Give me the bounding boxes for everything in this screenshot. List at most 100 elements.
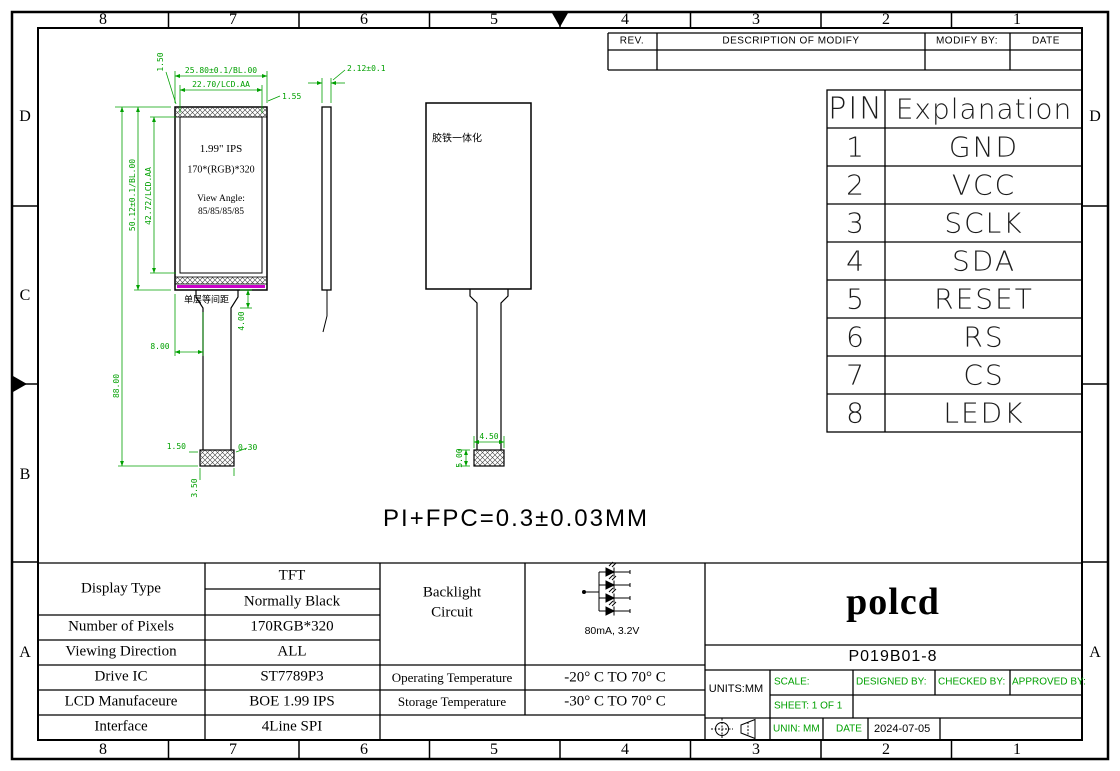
spec-pixels-value: 170RGB*320 <box>250 618 334 635</box>
grid-bottom-4: 4 <box>621 741 629 758</box>
grid-top-5: 5 <box>490 11 498 28</box>
screen-size-label: 1.99" IPS <box>199 143 243 155</box>
grid-left-B: B <box>19 466 31 483</box>
grid-bottom-8: 8 <box>99 741 107 758</box>
revision-header-description: DESCRIPTION OF MODIFY <box>722 35 860 47</box>
part-number: P019B01-8 <box>848 648 938 665</box>
grid-top-1: 1 <box>1013 11 1021 28</box>
front-view-note: 单层等间距 <box>184 294 230 305</box>
pin-number-2: 2 <box>846 168 866 202</box>
center-mark-left <box>13 376 27 392</box>
backlight-title-line2: Circuit <box>431 604 473 621</box>
spec-interface-value: 4Line SPI <box>261 718 323 735</box>
spec-lcd-manufacture-label: LCD Manufaceure <box>64 693 178 710</box>
backlight-rating: 80mA, 3.2V <box>584 625 640 637</box>
grid-bottom-6: 6 <box>360 741 368 758</box>
grid-top-2: 2 <box>882 11 890 28</box>
back-view <box>425 102 532 467</box>
dim-total-height: 88.00 <box>112 374 121 398</box>
date-value: 2024-07-05 <box>874 723 931 735</box>
spec-display-type-value1: TFT <box>278 567 306 584</box>
side-view <box>321 106 332 333</box>
pin-number-6: 6 <box>846 320 866 354</box>
center-mark-top <box>552 13 568 27</box>
zone-tick-marks <box>12 12 1108 759</box>
pin-number-7: 7 <box>846 358 866 392</box>
operating-temperature-label: Operating Temperature <box>391 670 513 685</box>
grid-top-3: 3 <box>752 11 760 28</box>
screen-resolution-label: 170*(RGB)*320 <box>187 164 255 176</box>
pin-number-1: 1 <box>846 130 866 164</box>
pin-number-8: 8 <box>846 396 866 430</box>
dimension-labels: 25.80±0.1/BL.00 22.70/LCD.AA 1.55 1.50 5… <box>112 52 499 497</box>
front-view-bottom-seal <box>174 276 268 285</box>
dim-side-thickness: 2.12±0.1 <box>347 64 386 73</box>
side-view-dimension-lines <box>308 69 346 103</box>
sheet-label: SHEET: 1 OF 1 <box>774 700 843 712</box>
spec-pixels-label: Number of Pixels <box>68 618 174 635</box>
spec-viewing-direction-value: ALL <box>277 643 307 660</box>
spec-interface-label: Interface <box>94 718 148 735</box>
screen-view-angle-label: View Angle: <box>197 194 245 204</box>
spec-display-type-value2: Normally Black <box>243 593 341 610</box>
dim-back-conn-width: 4.50 <box>479 432 498 441</box>
pin-signal-gnd: GND <box>948 130 1020 164</box>
grid-bottom-1: 1 <box>1013 741 1021 758</box>
screen-view-angle-values: 85/85/85/85 <box>198 207 244 217</box>
spec-drive-ic-label: Drive IC <box>94 668 148 685</box>
pin-signal-sda: SDA <box>952 244 1016 278</box>
back-view-fpc <box>469 289 509 467</box>
front-view-fpc <box>195 290 239 467</box>
designed-by-label: DESIGNED BY: <box>856 676 927 688</box>
unit-mm-label: UNIN: MM <box>773 723 820 735</box>
front-view-display-area <box>179 116 263 274</box>
front-view-connector <box>199 449 235 467</box>
grid-right-D: D <box>1089 108 1101 125</box>
back-view-connector <box>473 449 505 467</box>
company-logo: polcd <box>846 581 940 623</box>
led-symbols <box>599 561 631 616</box>
pin-signal-ledk: LEDK <box>943 396 1025 430</box>
revision-table-lines <box>607 32 1082 71</box>
dim-conn-c: 3.50 <box>190 478 199 497</box>
dim-fpc-stub: 4.00 <box>237 311 246 330</box>
spec-display-type-label: Display Type <box>81 580 161 597</box>
fpc-thickness-note: PI+FPC=0.3±0.03MM <box>383 505 649 532</box>
backlight-title-line1: Backlight <box>422 584 482 601</box>
pin-table-header-explanation: Explanation <box>895 92 1073 126</box>
spec-lcd-manufacture-value: BOE 1.99 IPS <box>249 693 335 710</box>
dim-border-right: 1.55 <box>282 92 301 101</box>
grid-bottom-7: 7 <box>229 741 237 758</box>
pin-number-5: 5 <box>846 282 866 316</box>
grid-top-8: 8 <box>99 11 107 28</box>
dim-conn-b: 0.30 <box>238 443 257 452</box>
grid-bottom-2: 2 <box>882 741 890 758</box>
grid-left-A: A <box>19 644 31 661</box>
units-label: UNITS:MM <box>708 683 764 695</box>
revision-header-modify-by: MODIFY BY: <box>935 35 999 47</box>
grid-left-C: C <box>19 287 31 304</box>
approved-by-label: APPROVED BY: <box>1012 676 1086 688</box>
dim-top-inner: 22.70/LCD.AA <box>192 80 250 89</box>
revision-header-date: DATE <box>1032 35 1060 47</box>
pin-number-4: 4 <box>846 244 866 278</box>
grid-right-A: A <box>1089 644 1101 661</box>
revision-header-rev: REV. <box>619 35 645 47</box>
pin-signal-reset: RESET <box>934 282 1034 316</box>
front-view-top-seal <box>174 106 268 118</box>
pin-table-lines <box>826 89 1083 433</box>
operating-temperature-value: -20° C TO 70° C <box>564 669 666 686</box>
pin-number-3: 3 <box>846 206 866 240</box>
side-view-fpc-tail <box>322 290 328 333</box>
backlight-circuit-drawing <box>582 561 631 616</box>
front-view-polarizer-strip <box>177 285 265 288</box>
back-view-outline <box>425 102 532 290</box>
projection-symbol <box>711 718 756 740</box>
spec-drive-ic-value: ST7789P3 <box>260 668 324 685</box>
grid-top-7: 7 <box>229 11 237 28</box>
pin-signal-cs: CS <box>963 358 1005 392</box>
dim-left-inner: 42.72/LCD.AA <box>144 167 153 225</box>
back-view-label: 胶铁一体化 <box>432 133 482 145</box>
